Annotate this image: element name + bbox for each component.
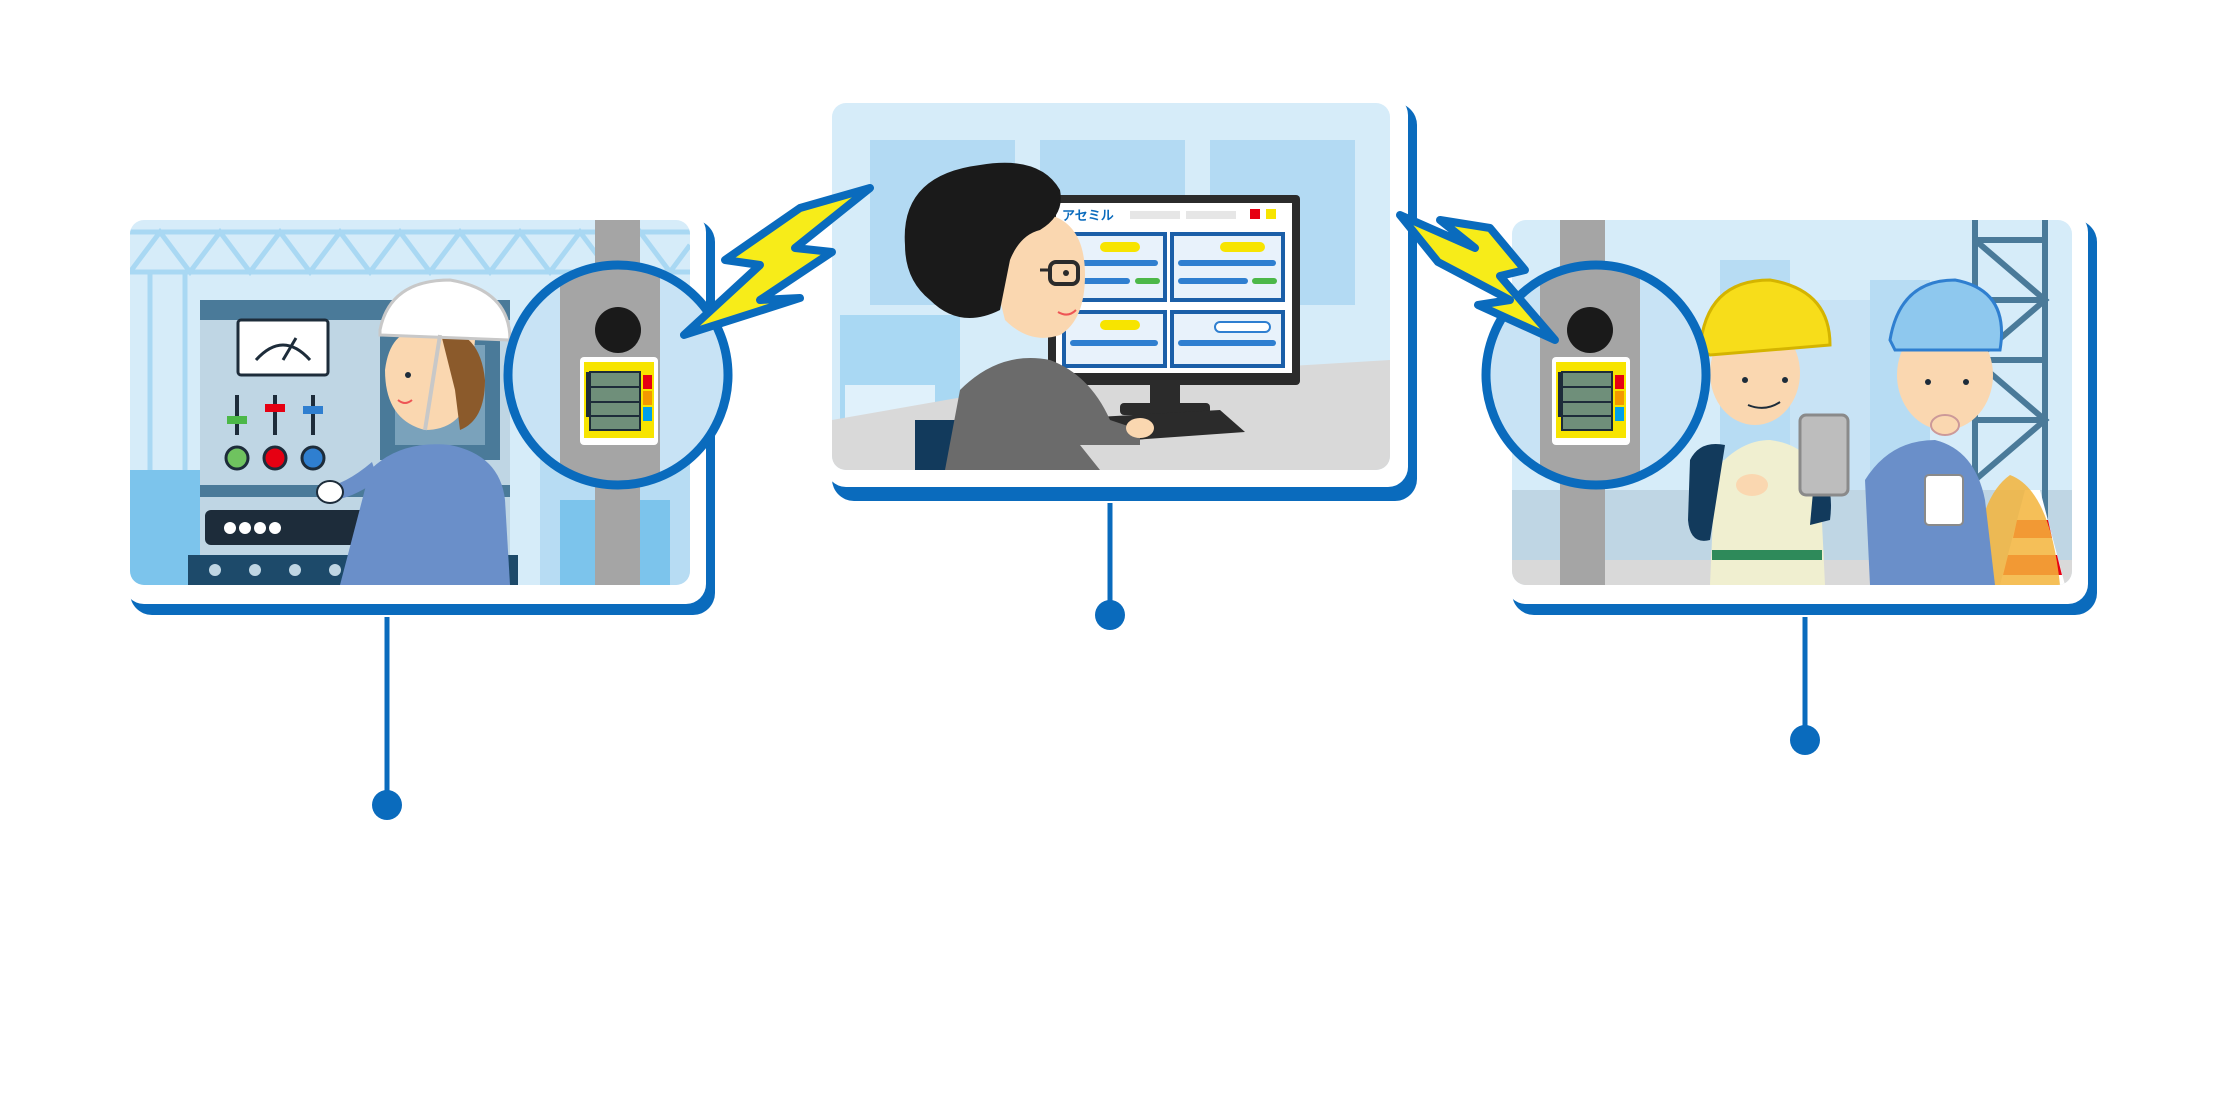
- office-connector-dot: [1095, 600, 1125, 630]
- glasses-icon: [1048, 260, 1080, 286]
- factory-worker: [316, 278, 512, 585]
- construction-connector-dot: [1790, 725, 1820, 755]
- dashboard-logo: アセミル: [1062, 208, 1114, 223]
- office-worker: [904, 162, 1154, 470]
- factory-connector-dot: [372, 790, 402, 820]
- red-lamp-icon: [262, 445, 288, 471]
- site-worker-blue-helmet: [1865, 278, 2003, 585]
- site-worker-yellow-helmet: [1688, 278, 1850, 585]
- wireless-signal-bolt-right-icon: [1396, 211, 1559, 344]
- slider-switches: [227, 395, 323, 435]
- office-scene-panel: アセミル: [826, 95, 1417, 630]
- dashboard-monitor: アセミル: [1048, 195, 1300, 415]
- wireless-signal-bolt-left-icon: [680, 184, 874, 339]
- clipboard-icon: [1924, 474, 1964, 526]
- green-lamp-icon: [224, 445, 250, 471]
- tablet-icon: [1798, 413, 1850, 497]
- sensor-magnifier: [503, 260, 733, 490]
- factory-scene-panel: [124, 212, 733, 820]
- yellow-hard-hat-icon: [1698, 278, 1832, 357]
- hard-hat-icon: [378, 278, 512, 342]
- blue-lamp-icon: [300, 445, 326, 471]
- analog-gauge: [236, 318, 330, 377]
- blue-hard-hat-icon: [1888, 278, 2003, 352]
- construction-scene-panel: [1481, 212, 2097, 755]
